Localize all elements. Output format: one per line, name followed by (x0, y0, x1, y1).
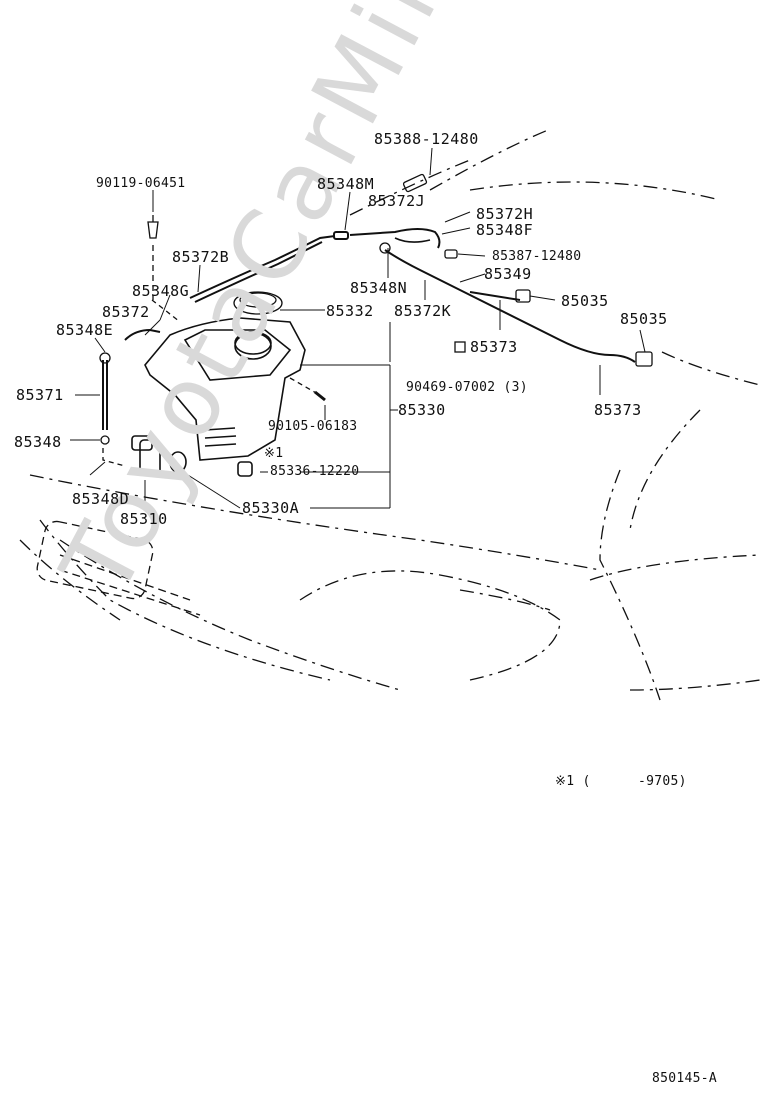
part-label-85310: 85310 (120, 510, 168, 528)
part-label-85372: 85372 (102, 303, 150, 321)
part-label-90105-06183: 90105-06183 (268, 419, 358, 434)
part-label-85387-12480: 85387-12480 (492, 249, 582, 264)
footnote-range: -9705) (638, 774, 687, 789)
tank-cap-85332 (233, 291, 283, 315)
part-label-85388-12480: 85388-12480 (374, 130, 479, 148)
part-label-85035-a: 85035 (561, 292, 609, 310)
part-label-85372K: 85372K (394, 302, 452, 320)
part-label-85348M: 85348M (317, 175, 375, 193)
part-label-90469-07002: 90469-07002 (3) (406, 380, 528, 395)
footnote-mark: ※1 ( (555, 774, 591, 789)
hose-85373 (384, 249, 636, 363)
bolt-90119 (147, 215, 159, 239)
part-label-85373-b: 85373 (594, 401, 642, 419)
part-label-85348: 85348 (14, 433, 62, 451)
part-label-85348D: 85348D (72, 490, 130, 508)
part-label-85330: 85330 (398, 401, 446, 419)
hose-85371 (102, 360, 108, 430)
nozzle-85035-b (635, 351, 653, 367)
part-label-85373-a: 85373 (470, 338, 518, 356)
hose-85372B (189, 228, 441, 303)
part-label-85348N: 85348N (350, 279, 408, 297)
part-label-85332: 85332 (326, 302, 374, 320)
washer-pump-85310 (131, 435, 187, 475)
leader-lines (70, 147, 646, 510)
note-mark-1: ※1 (264, 446, 284, 461)
part-label-90119-06451: 90119-06451 (96, 176, 186, 191)
part-label-85348E: 85348E (56, 321, 114, 339)
part-label-85349: 85349 (484, 265, 532, 283)
part-label-85348F: 85348F (476, 221, 534, 239)
part-label-85035-b: 85035 (620, 310, 668, 328)
grille-outline (36, 520, 201, 616)
washer-tank-85330 (144, 317, 306, 477)
part-label-85371: 85371 (16, 386, 64, 404)
part-label-85372B: 85372B (172, 248, 230, 266)
part-label-85330A: 85330A (242, 499, 300, 517)
part-label-85372H: 85372H (476, 205, 534, 223)
diagram-id: 850145-A (652, 1071, 718, 1086)
part-label-85348G: 85348G (132, 282, 190, 300)
part-label-85336-12220: 85336-12220 (270, 464, 360, 479)
part-label-85372J: 85372J (368, 192, 426, 210)
vehicle-outline (19, 129, 760, 701)
